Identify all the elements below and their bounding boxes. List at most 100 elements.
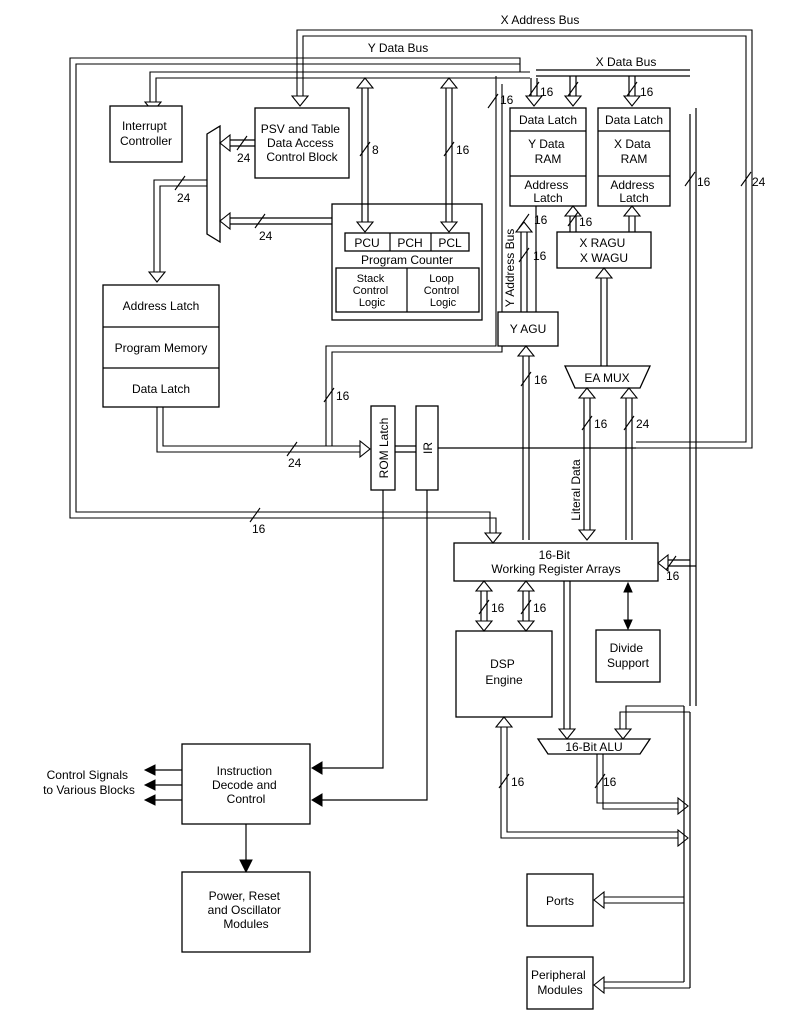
x-data-latch-label: Data Latch bbox=[605, 113, 663, 127]
eamux-input-link bbox=[619, 387, 639, 540]
data-latch-label: Data Latch bbox=[132, 382, 190, 396]
width-16-pcl: 16 bbox=[456, 143, 470, 157]
width-16-wreg: 16 bbox=[252, 522, 266, 536]
alu-output-link bbox=[596, 754, 689, 816]
x-address-latch-label: Address Latch bbox=[610, 178, 657, 205]
width-16-wreg-right: 16 bbox=[666, 569, 680, 583]
wreg-divide-link bbox=[623, 581, 633, 631]
x-data-latch-link bbox=[622, 76, 642, 107]
power-reset-block bbox=[181, 871, 311, 953]
wreg-to-xbus-link bbox=[657, 553, 696, 573]
x-address-bus-label: X Address Bus bbox=[501, 13, 580, 27]
power-reset-label: Power, Reset and Oscillator Modules bbox=[208, 889, 285, 931]
alu-label: 16-Bit ALU bbox=[565, 740, 622, 754]
bus-width-ticks bbox=[174, 81, 752, 789]
ports-block bbox=[526, 873, 594, 927]
width-16-yaddr-left: 16 bbox=[534, 213, 548, 227]
width-16-alu: 16 bbox=[603, 775, 617, 789]
width-16-ragu: 16 bbox=[579, 215, 593, 229]
width-16-xbus: 16 bbox=[697, 175, 711, 189]
control-signals-label: Control Signals to Various Blocks bbox=[43, 768, 135, 797]
width-16-pmlink: 16 bbox=[336, 389, 350, 403]
ir-label: IR bbox=[421, 442, 435, 454]
y-agu-input-link bbox=[516, 345, 536, 540]
y-address-latch-label: Address Latch bbox=[524, 178, 571, 205]
x-data-ram-block bbox=[597, 107, 671, 207]
psv-to-mux-link bbox=[219, 133, 255, 153]
wreg-to-alu-link bbox=[557, 581, 577, 740]
width-24-mux-left: 24 bbox=[177, 191, 191, 205]
x-address-bus bbox=[290, 29, 753, 449]
decode-to-power-link bbox=[239, 824, 253, 874]
x-data-ram-label: X Data RAM bbox=[614, 137, 654, 166]
dsp-engine-block bbox=[455, 630, 553, 718]
width-24-mux-pc: 24 bbox=[259, 229, 273, 243]
psv-table-label: PSV and Table Data Access Control Block bbox=[261, 122, 344, 164]
y-data-latch-link bbox=[524, 76, 583, 107]
width-16-dsp-bus: 16 bbox=[511, 775, 525, 789]
peripheral-bus bbox=[593, 530, 697, 995]
wreg-dsp-link-2 bbox=[516, 580, 536, 632]
pch-label: PCH bbox=[397, 236, 422, 250]
peripheral-modules-label: Peripheral Modules bbox=[531, 968, 589, 997]
y-data-latch-label: Data Latch bbox=[519, 113, 577, 127]
alu-block bbox=[536, 738, 652, 755]
ragu-to-latch-link bbox=[563, 205, 642, 232]
literal-data-label: Literal Data bbox=[569, 459, 583, 521]
divide-support-block bbox=[595, 629, 661, 683]
program-address-mux bbox=[206, 124, 221, 244]
y-agu-label: Y AGU bbox=[510, 322, 546, 336]
width-16-ydata: 16 bbox=[500, 93, 514, 107]
y-data-bus bbox=[69, 57, 530, 512]
width-16-yagu: 16 bbox=[534, 373, 548, 387]
rom-latch-to-decode-link bbox=[311, 490, 384, 775]
x-data-bus-vertical bbox=[689, 108, 697, 530]
width-16-xdl: 16 bbox=[640, 85, 654, 99]
program-memory-block bbox=[102, 284, 220, 408]
rom-to-ir-link bbox=[395, 445, 416, 453]
data-latch-to-rom-latch-link bbox=[156, 407, 371, 459]
mux-to-address-latch-link bbox=[147, 179, 207, 283]
ea-mux-label: EA MUX bbox=[584, 371, 629, 385]
width-16-lit: 16 bbox=[594, 417, 608, 431]
y-address-bus bbox=[514, 206, 537, 312]
width-16-dsp1: 16 bbox=[491, 601, 505, 615]
divide-support-label: Divide Support bbox=[607, 641, 650, 670]
program-counter-label: Program Counter bbox=[361, 253, 453, 267]
program-memory-label: Program Memory bbox=[115, 341, 208, 355]
working-register-arrays bbox=[453, 542, 659, 582]
pc-to-mux-link bbox=[219, 211, 332, 231]
width-24-psv: 24 bbox=[237, 151, 251, 165]
ports-label: Ports bbox=[546, 894, 574, 908]
eamux-to-ragu-link bbox=[594, 267, 614, 366]
stack-control-label: Stack Control Logic bbox=[353, 273, 392, 309]
pcl-data-link bbox=[439, 77, 459, 233]
wreg-dsp-link-1 bbox=[474, 580, 494, 632]
ir-to-decode-link bbox=[311, 490, 428, 807]
y-address-bus-label: Y Address Bus bbox=[503, 229, 517, 308]
y-data-ram-label: Y Data RAM bbox=[528, 137, 568, 166]
loop-control-label: Loop Control Logic bbox=[424, 273, 463, 309]
control-signals-arrows bbox=[143, 764, 182, 806]
width-24-xaddr: 24 bbox=[752, 175, 766, 189]
y-data-bus-label: Y Data Bus bbox=[368, 41, 428, 55]
pcu-label: PCU bbox=[354, 236, 379, 250]
x-ragu-wagu-label: X RAGU X WAGU bbox=[579, 236, 628, 265]
pcl-label: PCL bbox=[438, 236, 462, 250]
width-24-eamux: 24 bbox=[636, 417, 650, 431]
xbus-to-alu-link bbox=[613, 705, 690, 740]
interrupt-controller-label: Interrupt Controller bbox=[120, 119, 172, 148]
instruction-decode-label: Instruction Decode and Control bbox=[212, 764, 280, 806]
x-data-bus-label: X Data Bus bbox=[596, 55, 657, 69]
x-data-bus bbox=[536, 69, 690, 77]
rom-latch-label: ROM Latch bbox=[377, 418, 391, 479]
literal-data-bus bbox=[577, 387, 597, 541]
psv-table-block bbox=[254, 107, 350, 179]
instruction-decode-block bbox=[181, 743, 311, 825]
peripheral-modules-block bbox=[526, 956, 594, 1010]
ea-mux-block bbox=[563, 365, 652, 389]
width-8-pcu: 8 bbox=[372, 143, 379, 157]
y-data-ram-block bbox=[509, 107, 587, 207]
